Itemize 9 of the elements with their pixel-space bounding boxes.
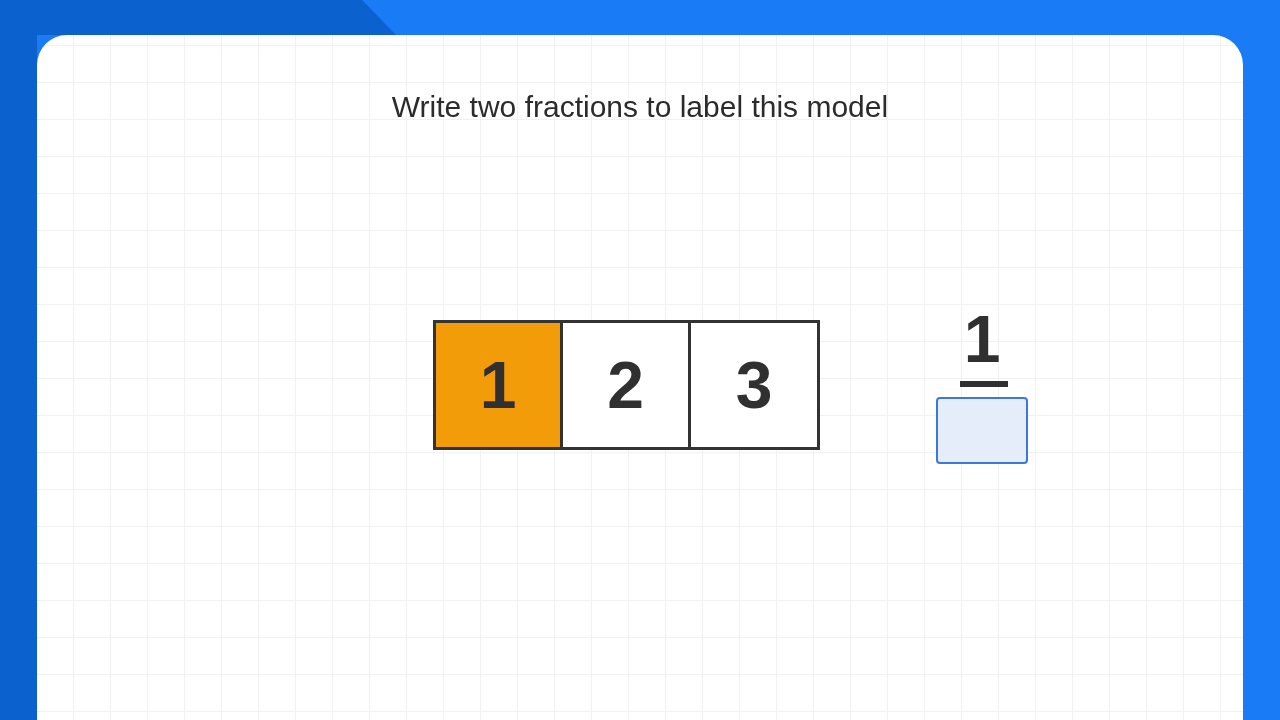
bar-section bbox=[688, 320, 820, 450]
part-number: 3 bbox=[735, 350, 773, 420]
bar-section bbox=[560, 320, 691, 450]
instruction-text: Write two fractions to label this model bbox=[391, 89, 889, 125]
part-number: 2 bbox=[607, 350, 644, 420]
numerator: 1 bbox=[963, 307, 1001, 371]
part-number: 1 bbox=[479, 350, 517, 420]
shaded-bar-section bbox=[433, 320, 563, 450]
answer-box bbox=[936, 397, 1028, 464]
